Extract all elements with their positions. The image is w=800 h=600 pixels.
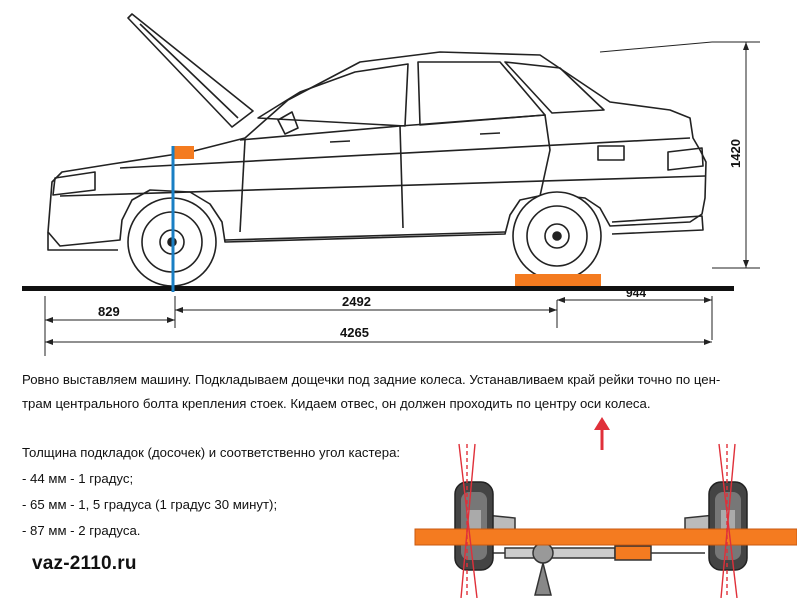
spec-item-44mm: - 44 мм - 1 градус;	[22, 471, 134, 486]
left-wheel	[454, 481, 494, 571]
up-arrow-icon	[594, 417, 610, 450]
spec-heading: Толщина подкладок (досочек) и соответств…	[22, 445, 401, 460]
spec-item-87mm: - 87 мм - 2 градуса.	[22, 523, 141, 538]
dimension-lines	[44, 41, 760, 356]
rail-marker	[172, 146, 194, 159]
description-paragraph: Ровно выставляем машину. Подкладываем до…	[22, 368, 782, 416]
site-watermark: vaz-2110.ru	[32, 553, 137, 574]
caster-lines	[458, 443, 738, 598]
steering-rack	[465, 542, 705, 596]
rear-wheel-board	[515, 274, 601, 286]
caster-spec-list: Толщина подкладок (досочек) и соответств…	[22, 440, 400, 544]
rail-board	[414, 528, 797, 546]
car-body-outline	[47, 13, 707, 251]
dim-rear-overhang: 944	[626, 286, 646, 300]
front-axle-view-diagram	[414, 443, 797, 598]
ground-line	[22, 286, 734, 291]
description-line-1: Ровно выставляем машину. Подкладываем до…	[22, 372, 721, 387]
spec-item-65mm: - 65 мм - 1, 5 градуса (1 градус 30 мину…	[22, 497, 278, 512]
rear-wheel	[512, 191, 602, 281]
dimension-arrows	[45, 42, 749, 345]
dim-wheelbase: 2492	[342, 294, 371, 309]
car-side-view-diagram: 829 2492 944 4265 1420	[22, 13, 760, 356]
description-line-2: трам центрального болта крепления стоек.…	[22, 396, 651, 411]
dim-length: 4265	[340, 325, 369, 340]
dim-height: 1420	[728, 139, 743, 168]
dim-front-overhang: 829	[98, 304, 120, 319]
